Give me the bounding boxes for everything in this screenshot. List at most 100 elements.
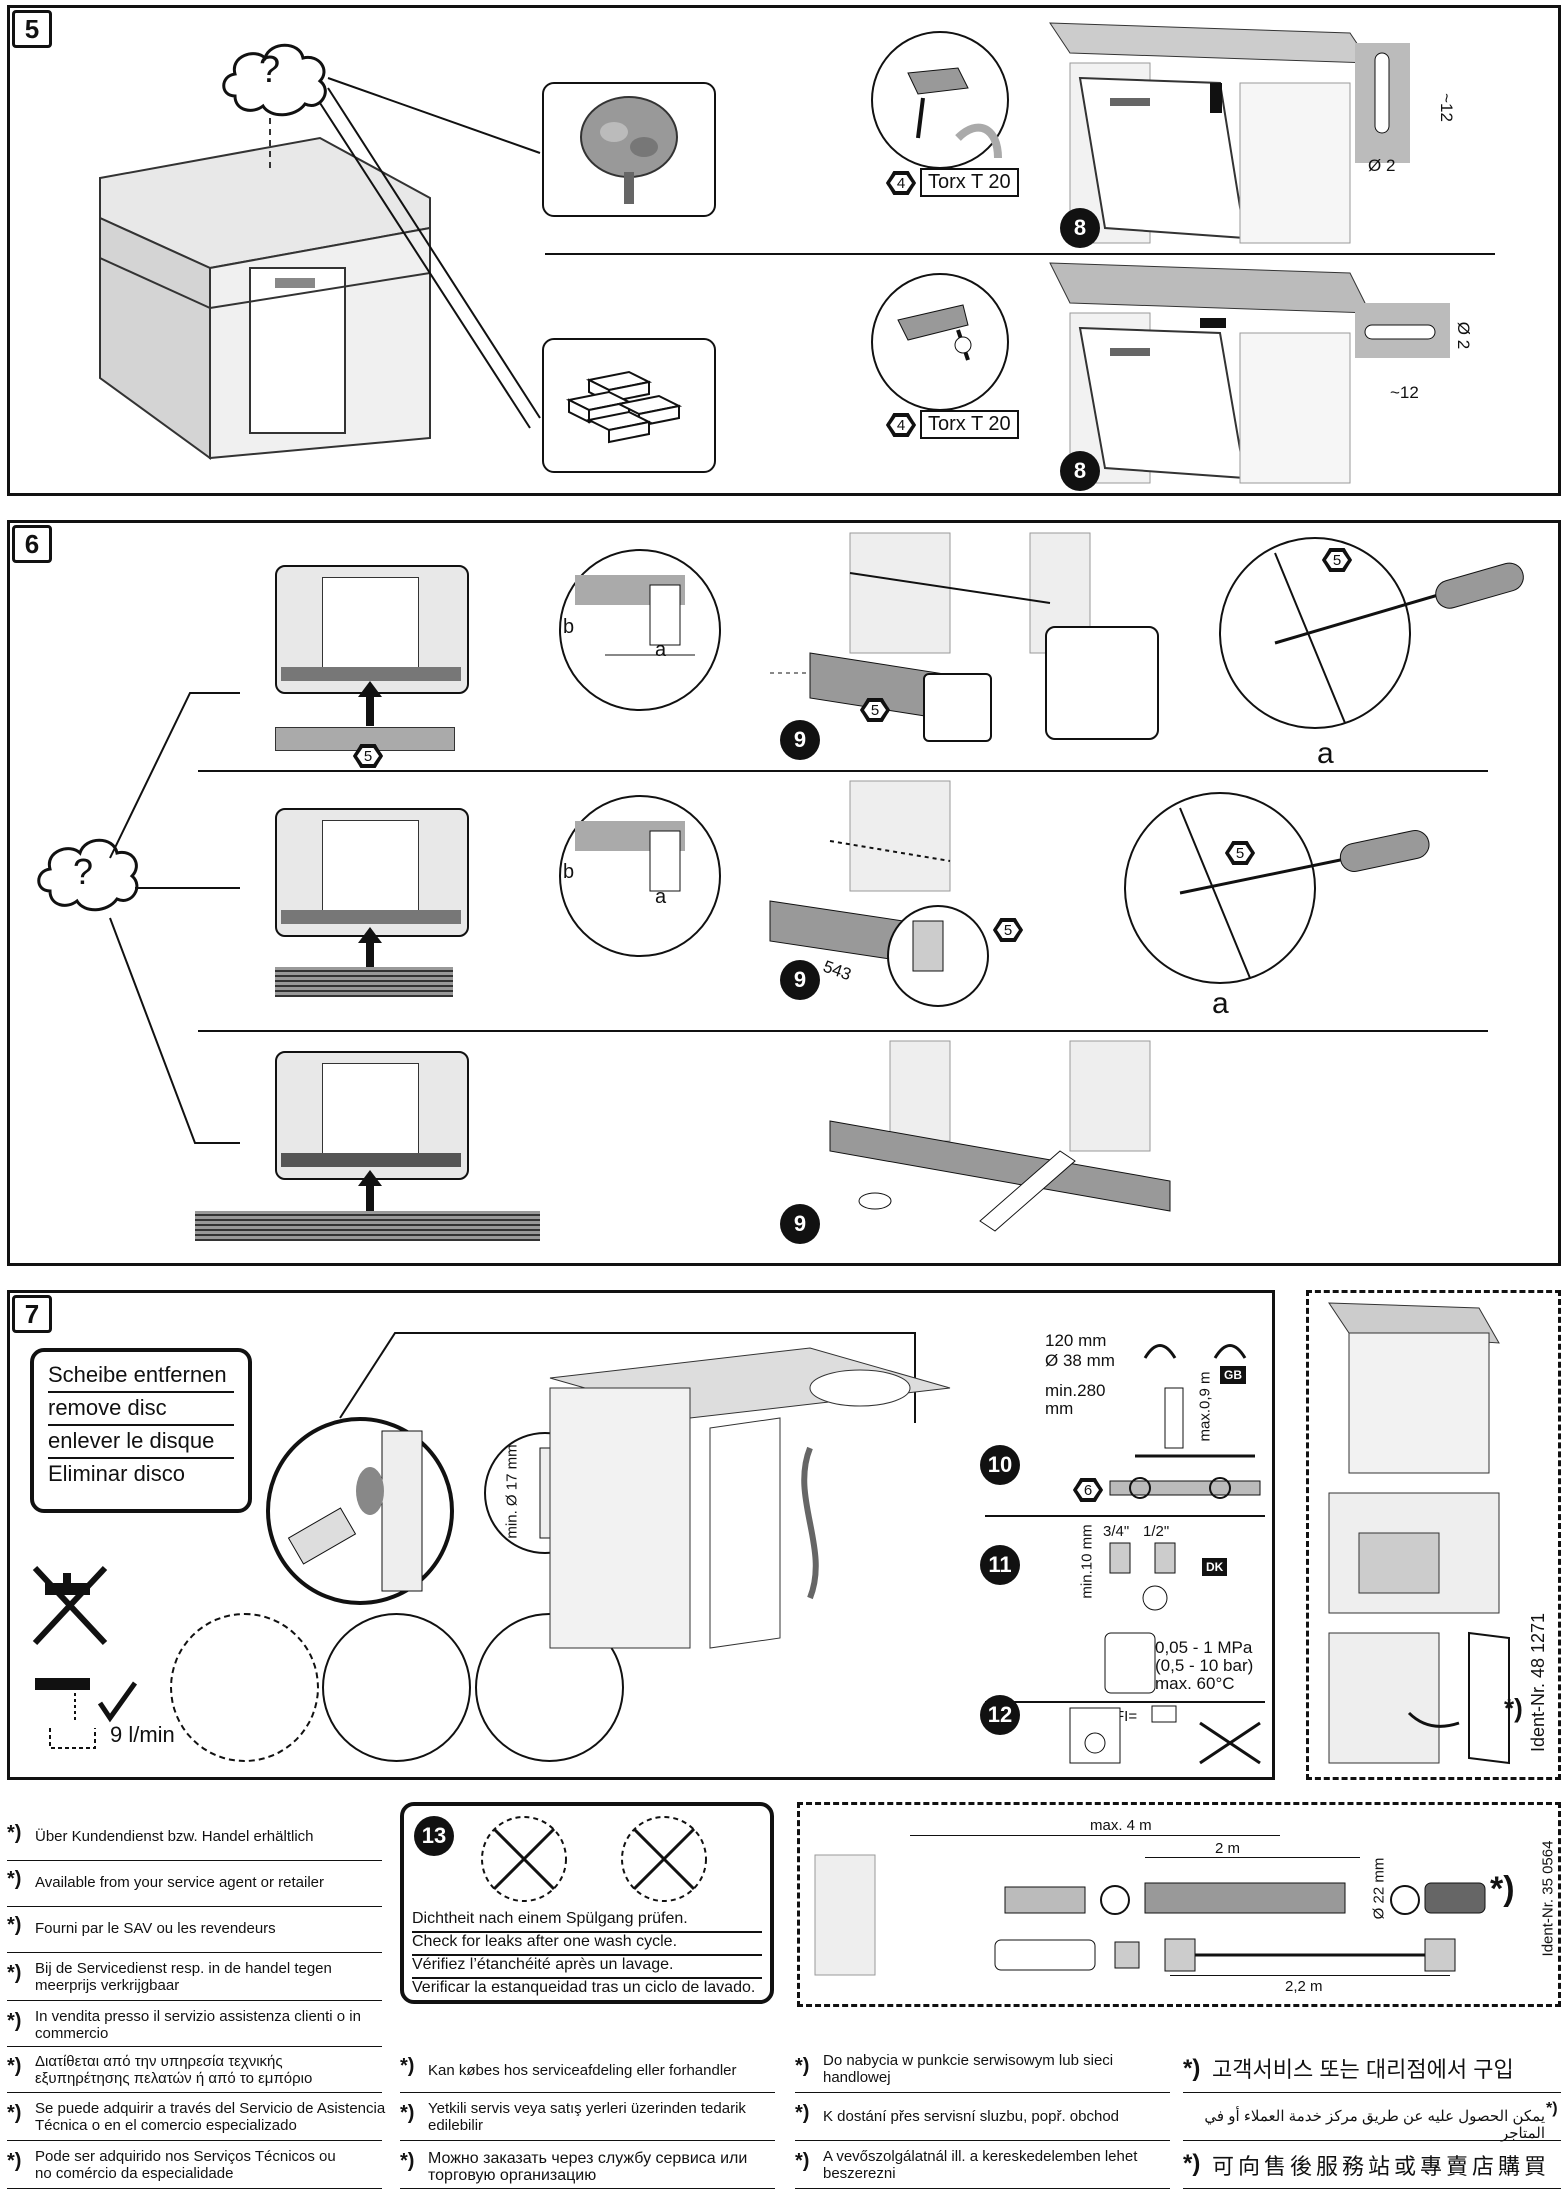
question-mark: ? [259,49,281,91]
max-temp: max. 60°C [1155,1674,1235,1693]
dim-a: a [655,886,667,908]
part-4-label: 4 [886,171,916,195]
screwdriver-detail [1124,792,1430,984]
footnote-marker: *) [7,2010,22,2032]
divider [198,770,1488,772]
footnote-marker: *) [795,2055,810,2077]
step-7-panel: 7 Scheibe entfernen remove disc enlever … [7,1290,1275,1780]
drain-mm: mm [1045,1399,1074,1418]
footnote-fr: Fourni par le SAV ou les revendeurs [35,1920,276,1937]
plinth-saw-illustration [829,1040,1171,1232]
drain-height: 120 mm [1045,1331,1107,1350]
masonry-option-box [542,338,716,473]
hose-length-22m: 2,2 m [1285,1978,1323,1995]
torx-label-bottom: Torx T 20 [920,410,1019,439]
divider [7,1860,382,1861]
divider [400,2140,775,2141]
arrow-up-icon [358,681,382,726]
pressure-bar: (0,5 - 10 bar) [1155,1656,1254,1675]
footnote-ko: 고객서비스 또는 대리점에서 구입 [1212,2057,1514,2082]
divider [795,2092,1170,2093]
arrow-up-icon [358,927,382,972]
step-number: 5 [12,10,52,48]
footnote-hu: A vevőszolgálatnál ill. a kereskedelembe… [823,2148,1138,2182]
callout-9: 9 [780,720,820,760]
dk-badge: DK [1202,1558,1228,1576]
callout-9: 9 [780,960,820,1000]
divider [7,2140,382,2141]
footnote-da: Kan købes hos serviceafdeling eller forh… [428,2062,737,2079]
dishwasher-install-bottom [1049,262,1371,484]
footnote-ru: Можно заказать через службу сервиса или … [428,2150,748,2184]
divider [545,253,1495,255]
dim-a: a [1317,737,1334,770]
bracket-detail-circle-bottom [871,273,1009,411]
socket-icons [1069,1705,1261,1765]
hose-kit-panel: max. 4 m 2 m Ø 22 mm 2,2 m *) Ident-Nr. … [797,1802,1561,2007]
footnote-marker: *) [1183,2150,1201,2177]
dimension-line [910,1835,1280,1836]
divider [795,2188,1170,2189]
dim-d2-side: Ø 2 [1454,321,1474,350]
dishwasher-install-top [1049,22,1371,244]
drain-min: min.280 [1045,1381,1106,1400]
bracket-detail-circle [871,31,1009,169]
callout-8: 8 [1060,208,1100,248]
footnote-es: Se puede adquirir a través del Servicio … [35,2100,386,2134]
slot-dimension-top [1355,43,1410,163]
divider [400,2092,775,2093]
divider [7,2092,382,2093]
machine-frame-2 [275,808,469,937]
hose-diameter: Ø 22 mm [1370,1857,1388,1920]
thread-34: 3/4" [1103,1523,1130,1540]
divider [7,1906,382,1907]
part-5-label: 5 [860,698,890,722]
footnote-it: In vendita presso il servizio assistenza… [35,2008,361,2042]
remove-disc-fr: enlever le disque [48,1426,234,1459]
question-cloud-icon [37,838,139,912]
footnote-nl: Bij de Servicedienst resp. in de handel … [35,1960,332,1994]
ident-number: Ident-Nr. 48 1271 [1528,1612,1549,1753]
machine-frame-1 [275,565,469,694]
callout-9: 9 [780,1204,820,1244]
divider [985,1701,1265,1703]
drain-max: max.0,9 m [1196,1371,1214,1442]
divider [795,2140,1170,2141]
leak-check-en: Check for leaks after one wash cycle. [412,1931,762,1956]
footnote-ar: يمكن الحصول عليه عن طريق مركز خدمة العمل… [1204,2108,1545,2142]
footnote-marker: *) [7,1868,22,1890]
divider [1183,2188,1561,2189]
step-number: 7 [12,1295,52,1333]
dim-a: a [1212,987,1229,1020]
footnote-marker: *) [7,1962,22,1984]
no-tap-icon [32,1565,108,1646]
footnote-marker: *) [400,2150,415,2172]
remove-disc-en: remove disc [48,1393,234,1426]
divider [400,2188,775,2189]
dim-12-top: ~12 [1436,93,1456,122]
part-5-label: 5 [1225,841,1255,865]
side-panel-illustration [1328,1302,1510,1765]
slot-dimension-bottom [1355,303,1450,358]
part-6-label: 6 [1073,1478,1103,1502]
bricks-icon [565,370,683,444]
dim-d2-top: Ø 2 [1368,156,1396,175]
dim-b: b [563,861,575,883]
hose-kit-illustration [814,1854,1486,1976]
drain-diameter: Ø 38 mm [1045,1351,1115,1370]
divider [1183,2140,1561,2141]
footnote-de: Über Kundendienst bzw. Handel erhältlich [35,1828,314,1845]
footnote-el: Διατίθεται από την υπηρεσία τεχνικής εξυ… [35,2053,313,2087]
tree-icon [580,96,678,204]
footnote-en: Available from your service agent or ret… [35,1874,325,1891]
divider [7,2046,382,2047]
fi-label: FI= [1115,1708,1138,1725]
pressure-mpa: 0,05 - 1 MPa [1155,1638,1253,1657]
divider [985,1515,1265,1517]
clamp-hose-row [1109,1477,1261,1499]
max-length: max. 4 m [1090,1817,1152,1834]
hose-bend-detail-2 [322,1613,471,1762]
part-4-label-bottom: 4 [886,413,916,437]
footnote-marker: *) [400,2055,415,2077]
branch-lines [109,692,240,1144]
